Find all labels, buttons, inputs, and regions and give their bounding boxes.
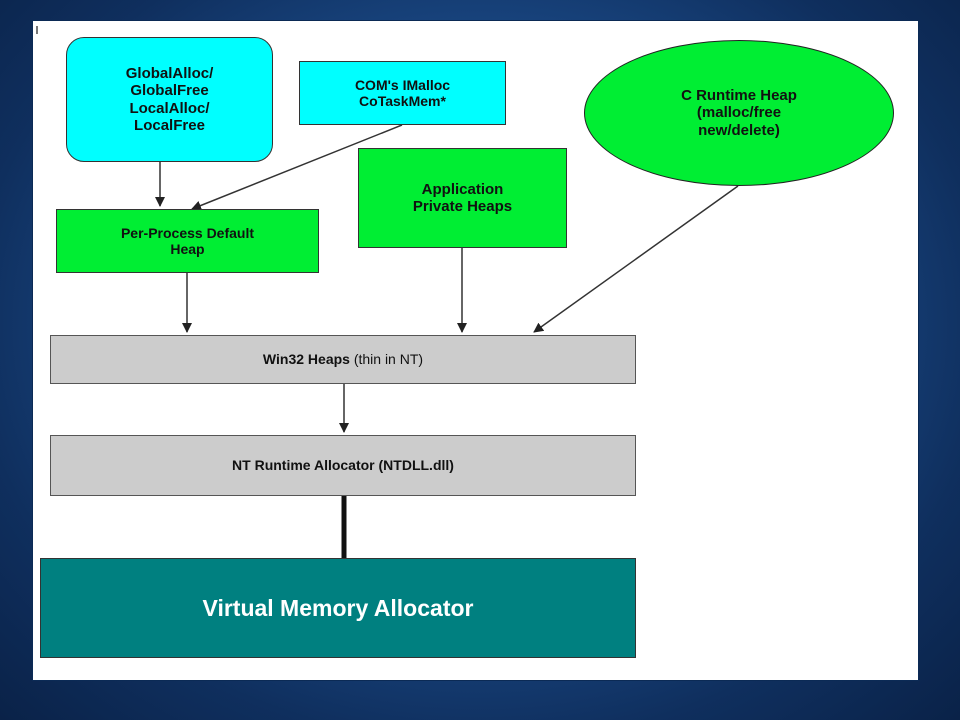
nt-runtime-allocator-label: NT Runtime Allocator (NTDLL.dll) bbox=[232, 457, 454, 474]
com-imalloc-label: COM's IMalloc CoTaskMem* bbox=[354, 76, 451, 109]
virtual-memory-allocator-block: Virtual Memory Allocator bbox=[40, 558, 636, 658]
win32-heaps-bar: Win32 Heaps (thin in NT) bbox=[50, 335, 636, 384]
application-private-heaps-label: Application Private Heaps bbox=[412, 180, 513, 215]
c-runtime-heap-label: C Runtime Heap (malloc/free new/delete) bbox=[681, 87, 797, 139]
per-process-default-heap-label: Per-Process Default Heap bbox=[120, 224, 255, 257]
win32-heaps-note: (thin in NT) bbox=[349, 351, 424, 368]
win32-heaps-title: Win32 Heaps bbox=[262, 351, 350, 368]
corner-mark bbox=[36, 26, 38, 34]
global-alloc-label: GlobalAlloc/ GlobalFree LocalAlloc/ Loca… bbox=[125, 65, 214, 134]
per-process-default-heap-box: Per-Process Default Heap bbox=[56, 209, 319, 273]
global-alloc-box: GlobalAlloc/ GlobalFree LocalAlloc/ Loca… bbox=[66, 37, 273, 162]
nt-runtime-allocator-bar: NT Runtime Allocator (NTDLL.dll) bbox=[50, 435, 636, 496]
com-imalloc-box: COM's IMalloc CoTaskMem* bbox=[299, 61, 506, 125]
c-runtime-heap-ellipse: C Runtime Heap (malloc/free new/delete) bbox=[584, 40, 894, 186]
application-private-heaps-box: Application Private Heaps bbox=[358, 148, 567, 248]
virtual-memory-allocator-label: Virtual Memory Allocator bbox=[202, 594, 474, 621]
